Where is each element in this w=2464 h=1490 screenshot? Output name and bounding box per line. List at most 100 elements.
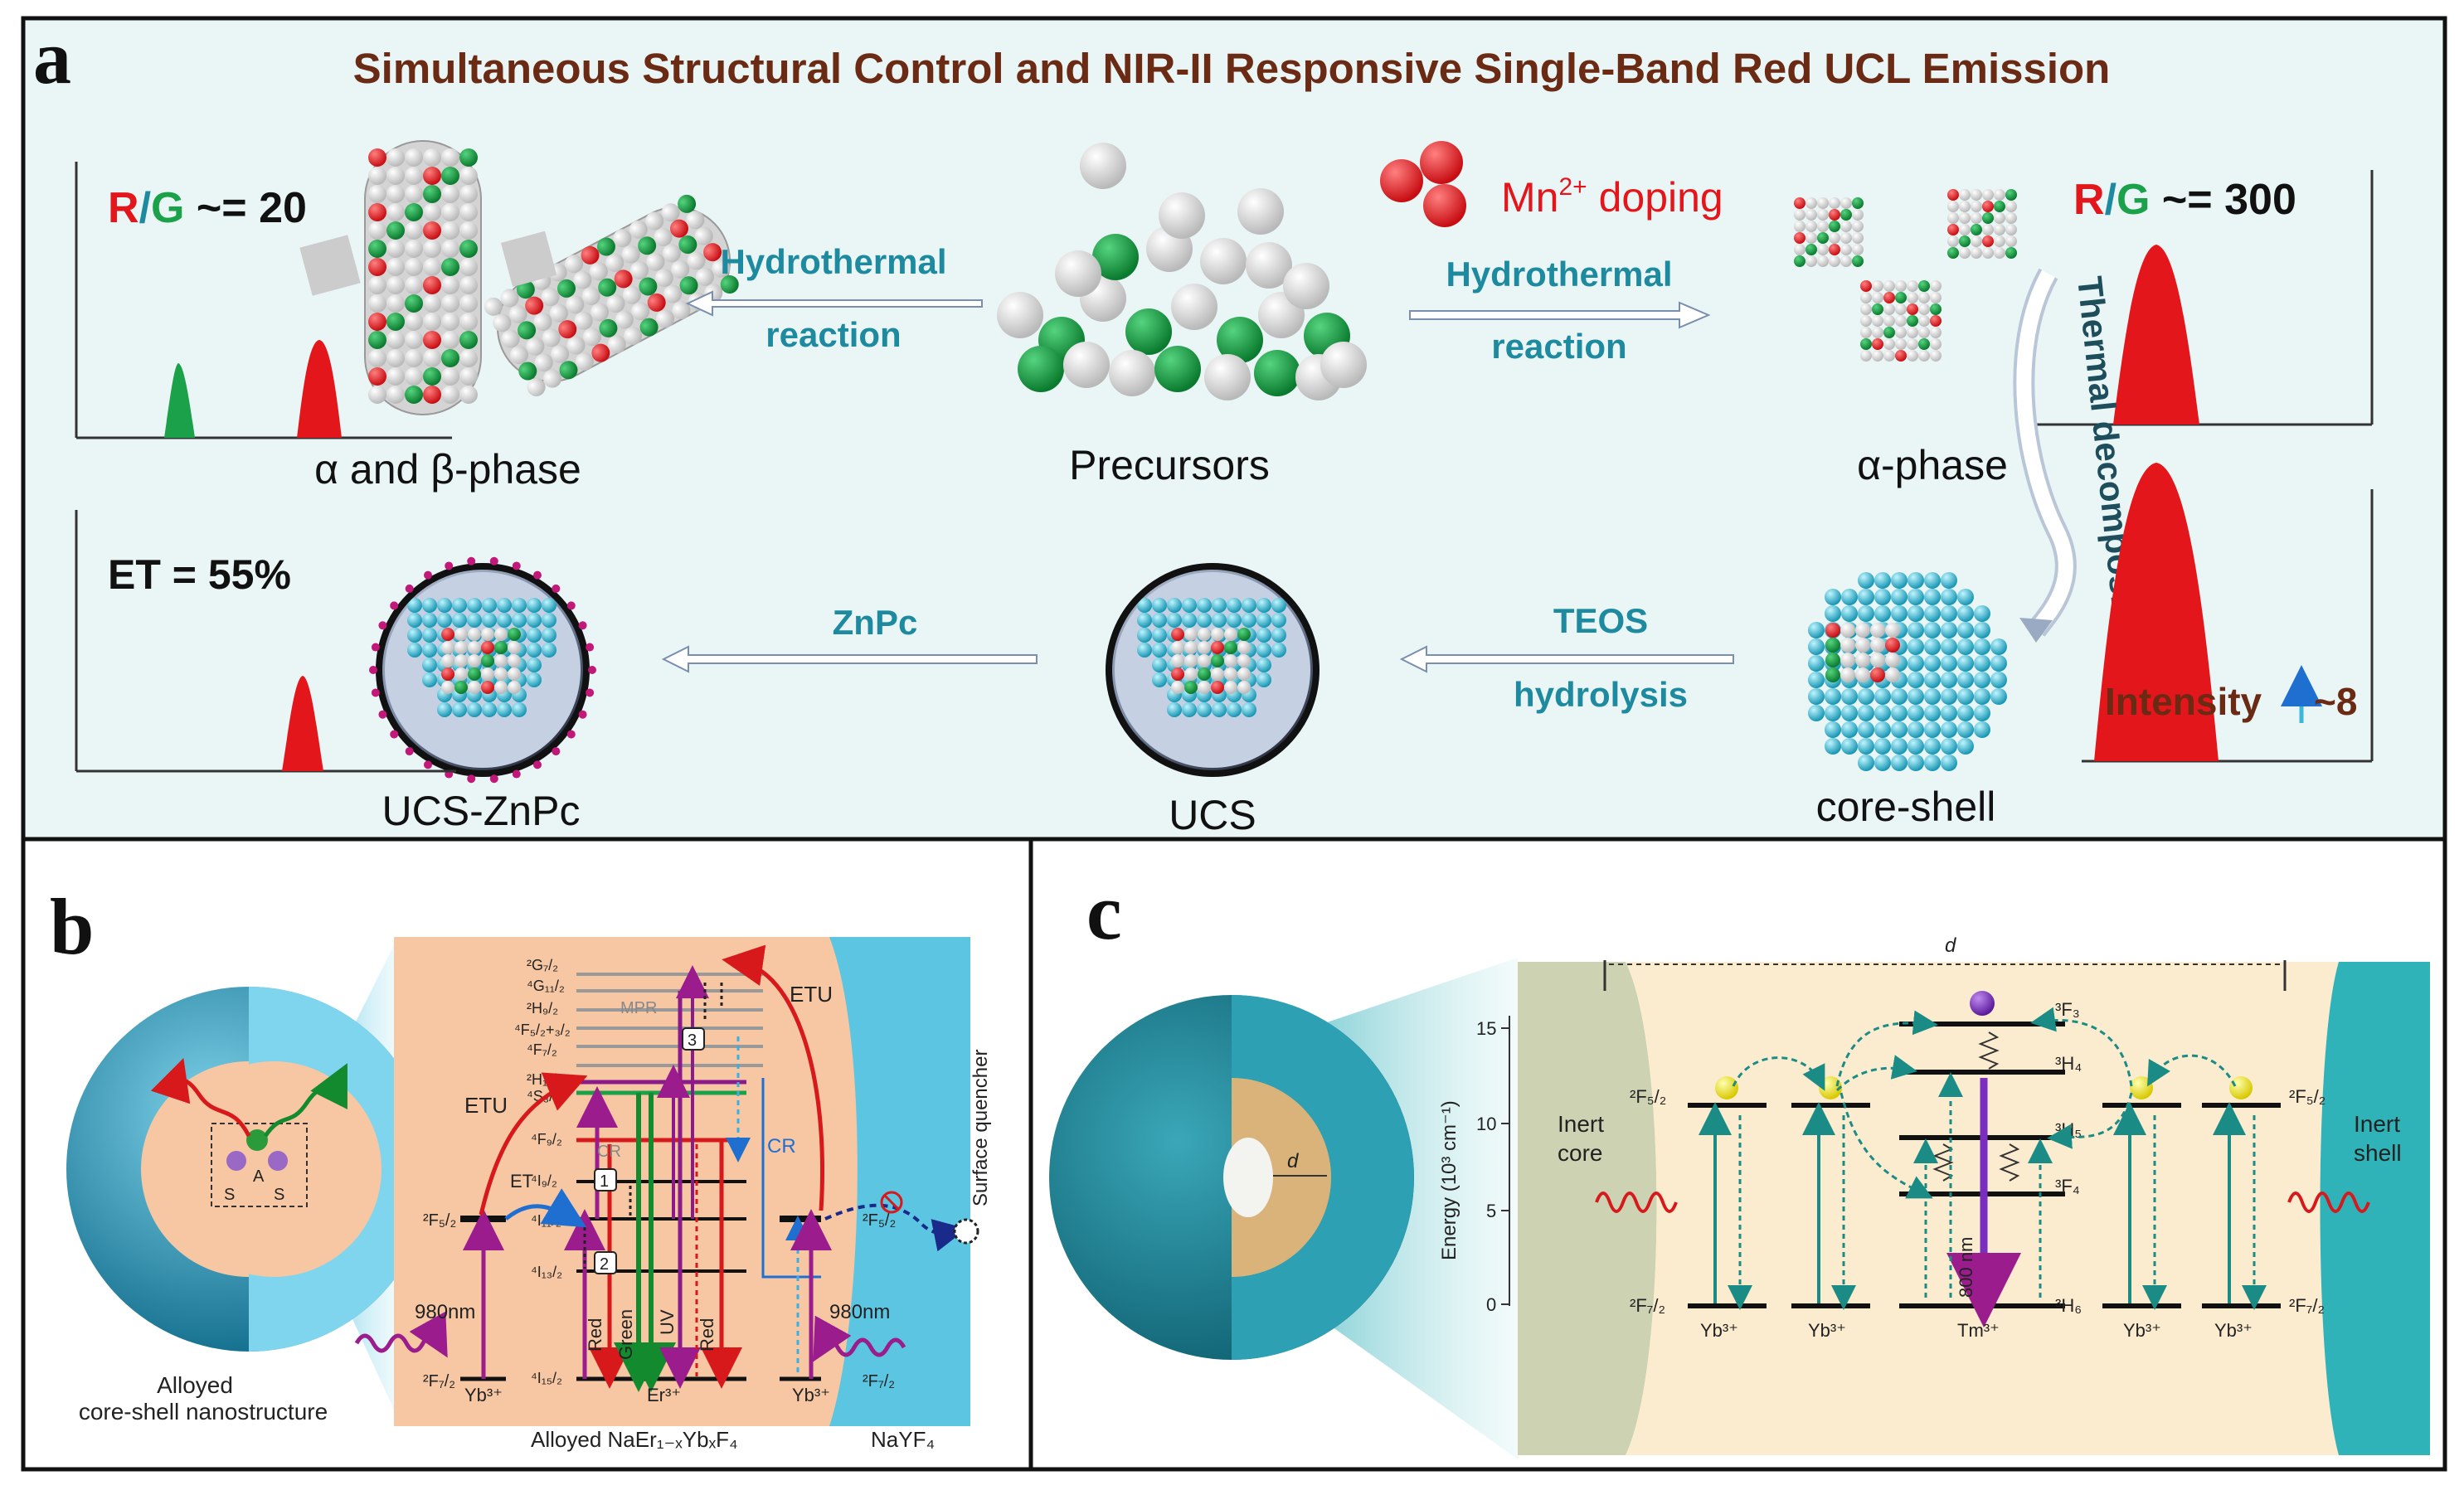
reaction-label-1: reaction [765,315,901,354]
d-label-sphere: d [1287,1150,1299,1172]
znpc-label: ZnPc [833,603,918,642]
surface-quencher-label: Surface quencher [970,1050,992,1206]
svg-text:⁴I₉/₂: ⁴I₉/₂ [531,1172,557,1189]
svg-text:core: core [1558,1140,1602,1166]
alloyed-label-1: Alloyed [157,1372,233,1398]
er-label: Er³⁺ [647,1385,681,1405]
panel-a: a Simultaneous Structural Control and NI… [21,15,2447,842]
label-alpha-beta-phase: α and β-phase [314,446,581,493]
alloyed-label-2: core-shell nanostructure [79,1399,328,1424]
yb-excited-4 [2229,1076,2253,1099]
svg-text:²F₅/₂: ²F₅/₂ [863,1211,896,1230]
svg-text:⁴G₁₁/₂: ⁴G₁₁/₂ [527,978,565,994]
svg-text:1: 1 [600,1172,609,1191]
hydrothermal-label-1: Hydrothermal [720,242,946,281]
nayf4-label: NaYF₄ [871,1427,935,1452]
svg-text:15: 15 [1476,1018,1496,1039]
energy-axis-label: Energy (10³ cm⁻¹) [1438,1100,1460,1260]
precursors-image [997,143,1367,400]
red-peak-ab [297,340,342,438]
etu-arrow-right [722,944,825,1211]
svg-text:980nm: 980nm [829,1301,890,1323]
svg-text:2: 2 [600,1255,609,1274]
svg-text:²H₉/₂: ²H₉/₂ [527,1000,558,1017]
svg-text:A: A [253,1167,265,1186]
red-peak-ucs-znpc [282,676,323,771]
svg-text:10: 10 [1476,1114,1496,1134]
yb-transitions-c [1699,1102,2267,1310]
spectrum-ab: R/G ~= 20 [75,162,452,439]
svg-text:⁴F₅/₂+₃/₂: ⁴F₅/₂+₃/₂ [514,1022,571,1038]
svg-text:Inert: Inert [2354,1111,2400,1137]
svg-text:Tm³⁺: Tm³⁺ [1957,1320,2000,1341]
panel-a-letter: a [33,15,71,99]
ucs-sphere [1106,563,1319,777]
tm-excited [1970,991,1995,1016]
green-emission-label: Green [615,1309,636,1360]
inert-shell-region [2320,962,2430,1455]
svg-text:ETU: ETU [790,982,833,1007]
svg-text:³F₃: ³F₃ [2055,999,2080,1020]
et-efficiency: ET = 55% [108,551,291,598]
panel-b-shell-region [829,937,970,1426]
et-arrow [504,1188,587,1228]
hydrolysis-label: hydrolysis [1514,675,1688,714]
svg-text:Yb³⁺: Yb³⁺ [2123,1320,2161,1341]
arrow-thermal-decomposition [2013,268,2077,643]
svg-text:shell: shell [2354,1140,2402,1166]
quencher-arrow [824,1203,967,1252]
label-precursors: Precursors [1069,442,1270,488]
mn-doping-label: Mn2+ doping [1501,173,1723,221]
svg-text:²H₁₁/₂: ²H₁₁/₂ [527,1071,562,1088]
label-alpha-phase: α-phase [1857,442,2008,488]
tm-transitions [1913,1031,2053,1327]
arrow-hydrothermal-right [1409,301,1711,329]
spectrum-alpha: R/G ~= 300 [2024,170,2374,426]
svg-text:²F₅/₂: ²F₅/₂ [1630,1086,1666,1107]
panel-c: c d Inert core Inert shell d [1028,837,2447,1472]
cr-line [761,1078,821,1279]
svg-text:⁴I₁₅/₂: ⁴I₁₅/₂ [531,1370,562,1386]
svg-text:²F₇/₂: ²F₇/₂ [863,1372,895,1391]
yb-left-label: Yb³⁺ [464,1385,503,1405]
mn-dopant-spheres [1380,141,1466,227]
svg-text:²F₇/₂: ²F₇/₂ [2289,1295,2325,1316]
svg-text:Yb³⁺: Yb³⁺ [1700,1320,1738,1341]
d-label-top: d [1945,934,1956,957]
svg-text:3: 3 [688,1031,697,1050]
core-shell-sphere [1808,572,2007,771]
inert-core-region [1518,962,1657,1455]
svg-text:ET: ET [510,1171,533,1192]
yb-excited-3 [2130,1076,2153,1099]
nanoparticle-sphere-c: d [1049,995,1414,1360]
red-peak-core-shell [2094,463,2219,761]
svg-text:²F₇/₂: ²F₇/₂ [423,1372,455,1391]
panel-c-letter: c [1086,867,1122,956]
svg-text:³H₆: ³H₆ [2055,1295,2082,1316]
svg-text:S: S [274,1186,284,1204]
rg-ratio-alpha: R/G ~= 300 [2073,176,2296,224]
green-peak-ab [164,363,195,438]
uv-emission-label: UV [657,1309,678,1335]
yb-excited-1 [1715,1076,1738,1099]
alpha-phase-cubes [1794,189,2017,362]
arrow-hydrothermal-left [685,290,983,317]
panel-b-letter: b [50,882,94,971]
label-ucs: UCS [1169,792,1256,838]
svg-text:³H₄: ³H₄ [2055,1053,2082,1074]
red-emission-label-1: Red [585,1318,605,1352]
svg-text:5: 5 [1486,1201,1496,1221]
svg-text:0: 0 [1486,1294,1496,1315]
tm-level-labels: ³F₃ ³H₄ ³H₅ ³F₄ ³H₆ [2055,999,2082,1316]
arrow-teos [1399,645,1734,673]
excitation-980-right [813,1315,906,1362]
label-core-shell: core-shell [1816,784,1996,830]
svg-text:²F₇/₂: ²F₇/₂ [1630,1295,1665,1316]
er-transitions: 1 2 3 [564,965,751,1392]
energy-axis-ticks: 15 10 5 0 [1476,1018,1509,1315]
svg-text:³F₄: ³F₄ [2055,1176,2080,1196]
svg-text:Inert: Inert [1558,1111,1604,1137]
svg-text:²F₅/₂: ²F₅/₂ [423,1211,456,1230]
alloyed-composition-label: Alloyed NaEr₁₋ₓYbₓF₄ [531,1427,738,1452]
excitation-wave-right [2287,1192,2370,1213]
